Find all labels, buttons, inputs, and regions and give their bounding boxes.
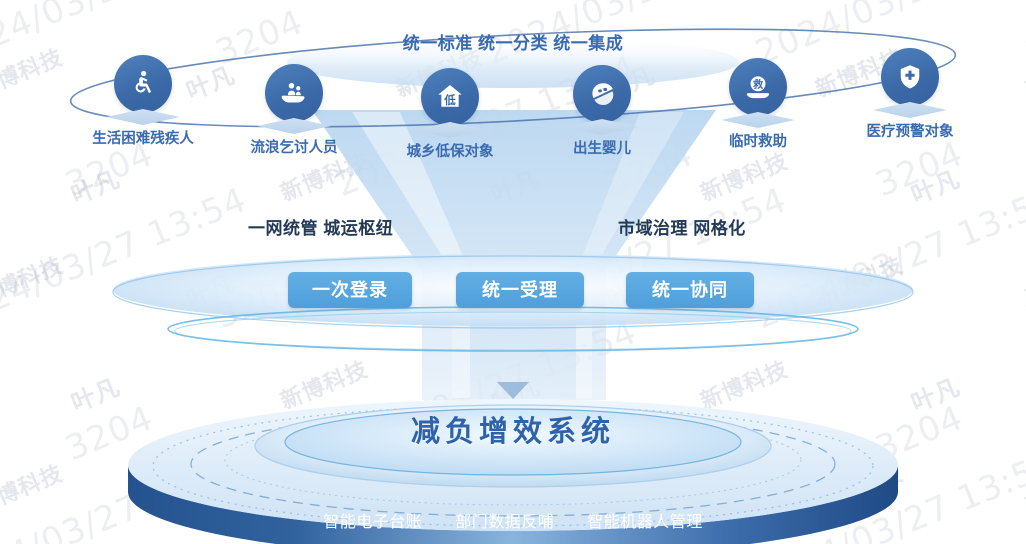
node-newborn[interactable]: 出生婴儿 <box>542 65 662 158</box>
base-bowl-rim <box>254 404 772 488</box>
node-circle <box>573 65 631 123</box>
base-dashed-ring-3 <box>224 414 802 506</box>
orbit-ring <box>69 28 957 128</box>
node-plate <box>565 119 639 135</box>
house-low-income-icon: 低 <box>438 85 462 107</box>
node-plate <box>257 118 331 134</box>
node-circle <box>881 48 939 106</box>
pill-unified-collaboration[interactable]: 统一协同 <box>626 272 754 308</box>
base-dashed-ring-2 <box>190 411 836 517</box>
rescue-aid-icon: 救 <box>746 76 770 99</box>
node-plate <box>721 112 795 128</box>
node-circle <box>265 64 323 122</box>
node-label: 流浪乞讨人员 <box>250 140 338 156</box>
node-label: 临时救助 <box>729 134 787 150</box>
node-homeless[interactable]: 流浪乞讨人员 <box>234 64 354 157</box>
base-bowl-inner-rim <box>284 408 742 476</box>
node-label: 城乡低保对象 <box>406 144 494 160</box>
node-label: 生活困难残疾人 <box>92 131 194 147</box>
svg-text:低: 低 <box>443 93 456 107</box>
svg-text:救: 救 <box>753 78 764 91</box>
node-label: 医疗预警对象 <box>866 124 954 140</box>
wheelchair-accessible-icon <box>135 70 152 93</box>
node-medical-alert[interactable]: 医疗预警对象 <box>850 48 970 141</box>
mid-caption-left: 一网统管 城运枢纽 <box>248 219 394 238</box>
base-labels: 智能电子台账 部门数据反哺 智能机器人管理 <box>0 508 1026 532</box>
medical-shield-icon <box>900 65 920 89</box>
node-low-income[interactable]: 低 城乡低保对象 <box>390 68 510 161</box>
middle-disc-edge <box>112 255 914 329</box>
node-plate <box>873 102 947 118</box>
node-circle <box>114 55 172 113</box>
disc-ring-inner <box>174 311 852 351</box>
node-temporary-aid[interactable]: 救 临时救助 <box>698 58 818 151</box>
node-plate <box>106 109 180 125</box>
base-bowl-inner <box>285 409 741 475</box>
mid-caption-right: 市域治理 网格化 <box>618 219 746 238</box>
base-side-band <box>128 465 898 544</box>
down-arrow-icon <box>497 382 529 399</box>
node-circle: 低 <box>421 68 479 126</box>
base-label-feedback: 部门数据反哺 <box>455 514 555 531</box>
node-circle: 救 <box>729 58 787 116</box>
funnel-tube <box>452 300 576 430</box>
hand-holding-people-icon <box>281 83 305 103</box>
base-label-ledger: 智能电子台账 <box>323 514 423 531</box>
node-plate <box>413 122 487 138</box>
pill-single-login[interactable]: 一次登录 <box>288 272 412 308</box>
base-label-robot: 智能机器人管理 <box>587 514 703 531</box>
newborn-baby-icon <box>591 82 613 105</box>
system-title: 减负增效系统 <box>410 416 615 448</box>
node-disabled[interactable]: 生活困难残疾人 <box>83 55 203 148</box>
header-cloud <box>287 36 739 88</box>
header-caption: 统一标准 统一分类 统一集成 <box>402 34 624 53</box>
node-label: 出生婴儿 <box>573 141 631 157</box>
pill-unified-acceptance[interactable]: 统一受理 <box>456 272 584 308</box>
